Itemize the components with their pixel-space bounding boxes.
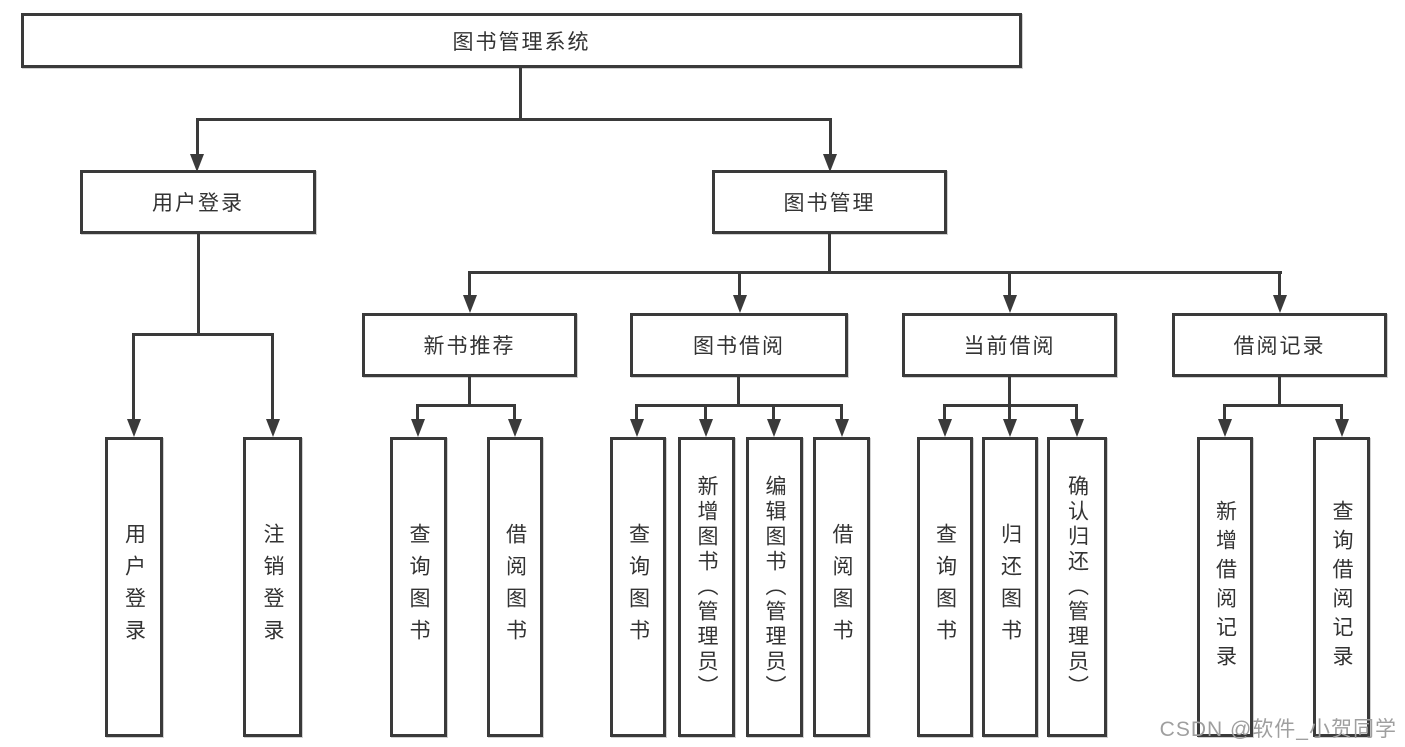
arrow-down-icon (733, 295, 747, 313)
node-label: 用户登录 (152, 192, 244, 215)
node-label: 编辑图书（管理员） (763, 474, 786, 700)
connector-line (1008, 377, 1011, 407)
node-label: 图书管理系统 (452, 30, 591, 54)
node-user-login: 用户登录 (80, 170, 316, 234)
arrow-down-icon (835, 419, 849, 437)
connector-line (828, 234, 831, 274)
connector-line (704, 404, 707, 419)
connector-line (197, 234, 200, 336)
node-label: 归还图书 (998, 523, 1022, 651)
connector-line (196, 118, 199, 154)
connector-line (271, 333, 274, 419)
arrow-down-icon (411, 419, 425, 437)
connector-line (196, 118, 832, 121)
connector-line (468, 377, 471, 407)
connector-line (1278, 377, 1281, 407)
connector-line (635, 404, 638, 419)
node-cb-return-books: 归还图书 (982, 437, 1038, 737)
node-label: 新增借阅记录 (1213, 500, 1237, 674)
arrow-down-icon (1218, 419, 1232, 437)
node-label: 图书管理 (783, 192, 876, 215)
node-bb-edit-books-admin: 编辑图书（管理员） (746, 437, 803, 737)
node-br-add-record: 新增借阅记录 (1197, 437, 1253, 737)
node-leaf-logout: 注销登录 (243, 437, 302, 737)
node-leaf-user-login: 用户登录 (105, 437, 163, 737)
node-label: 查询图书 (933, 523, 957, 651)
node-label: 用户登录 (122, 523, 146, 651)
node-nbr-borrow-books: 借阅图书 (487, 437, 543, 737)
connector-line (416, 404, 516, 407)
connector-line (132, 333, 135, 419)
node-label: 借阅记录 (1233, 335, 1326, 358)
arrow-down-icon (699, 419, 713, 437)
arrow-down-icon (767, 419, 781, 437)
node-current-borrowing: 当前借阅 (902, 313, 1117, 377)
connector-line (943, 404, 946, 419)
connector-line (772, 404, 775, 419)
connector-line (416, 404, 419, 419)
arrow-down-icon (190, 154, 204, 172)
node-bb-borrow-books: 借阅图书 (813, 437, 870, 737)
arrow-down-icon (1335, 419, 1349, 437)
node-label: 查询图书 (407, 523, 430, 651)
node-label: 借阅图书 (503, 523, 527, 651)
arrow-down-icon (1003, 419, 1017, 437)
arrow-down-icon (266, 419, 280, 437)
node-br-query-record: 查询借阅记录 (1313, 437, 1370, 737)
node-label: 新书推荐 (423, 335, 516, 358)
node-cb-query-books: 查询图书 (917, 437, 973, 737)
connector-line (468, 271, 1282, 274)
arrow-down-icon (823, 154, 837, 172)
node-label: 查询借阅记录 (1330, 500, 1353, 674)
arrow-down-icon (630, 419, 644, 437)
connector-line (1278, 271, 1281, 295)
arrow-down-icon (463, 295, 477, 313)
node-label: 图书借阅 (693, 335, 785, 358)
node-label: 注销登录 (261, 523, 284, 651)
node-nbr-query-books: 查询图书 (390, 437, 447, 737)
node-label: 新增图书（管理员） (695, 474, 718, 700)
connector-line (1008, 404, 1011, 419)
connector-line (1075, 404, 1078, 419)
node-cb-confirm-return-admin: 确认归还（管理员） (1047, 437, 1107, 737)
connector-line (513, 404, 516, 419)
node-book-management-system: 图书管理系统 (21, 13, 1022, 68)
node-label: 当前借阅 (963, 335, 1056, 358)
node-borrowing-records: 借阅记录 (1172, 313, 1387, 377)
connector-line (132, 333, 274, 336)
arrow-down-icon (1003, 295, 1017, 313)
arrow-down-icon (508, 419, 522, 437)
node-bb-add-books-admin: 新增图书（管理员） (678, 437, 735, 737)
node-new-book-recommend: 新书推荐 (362, 313, 577, 377)
connector-line (829, 118, 832, 154)
node-label: 确认归还（管理员） (1065, 474, 1089, 700)
connector-line (840, 404, 843, 419)
connector-line (1223, 404, 1226, 419)
arrow-down-icon (938, 419, 952, 437)
connector-line (468, 271, 471, 295)
arrow-down-icon (127, 419, 141, 437)
watermark-text: CSDN @软件_小贺同学 (1159, 718, 1397, 741)
node-book-borrowing: 图书借阅 (630, 313, 848, 377)
connector-line (635, 404, 843, 407)
connector-line (1223, 404, 1343, 407)
node-label: 查询图书 (626, 523, 650, 651)
node-bb-query-books: 查询图书 (610, 437, 666, 737)
arrow-down-icon (1273, 295, 1287, 313)
connector-line (519, 66, 522, 120)
connector-line (1340, 404, 1343, 419)
node-book-management: 图书管理 (712, 170, 947, 234)
arrow-down-icon (1070, 419, 1084, 437)
node-label: 借阅图书 (830, 523, 853, 651)
connector-line (738, 271, 741, 295)
connector-line (737, 377, 740, 407)
connector-line (1008, 271, 1011, 295)
